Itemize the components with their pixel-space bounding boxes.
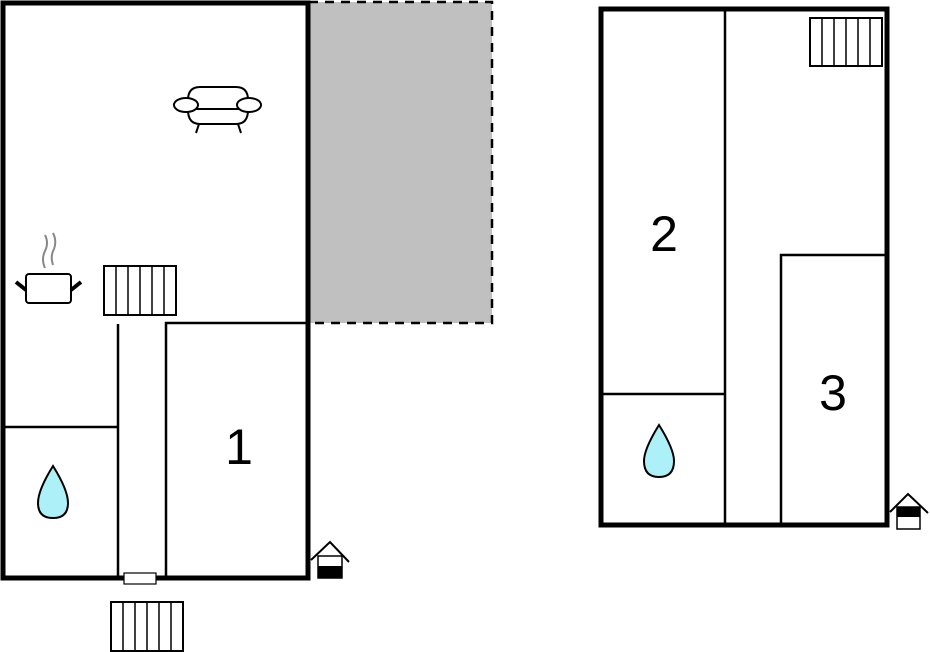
- front-door[interactable]: [123, 572, 157, 585]
- upper-floor-outer-wall: [598, 6, 890, 528]
- bedroom-3-wall: [779, 253, 886, 524]
- upper-entrance-house-icon: [889, 492, 929, 530]
- upper-stairs-icon[interactable]: [809, 17, 883, 67]
- bedroom-1-wall: [164, 321, 309, 578]
- room-label-3: 3: [819, 365, 847, 421]
- outdoor-stairs-icon[interactable]: [110, 601, 184, 652]
- upper-floor: 2 3: [598, 6, 929, 530]
- stairs-icon[interactable]: [103, 265, 177, 316]
- ground-floor: 1: [0, 0, 494, 652]
- upper-water-drop-icon: [642, 423, 676, 479]
- sofa-icon: [173, 86, 262, 134]
- room-label-1: 1: [225, 419, 253, 475]
- entrance-house-icon: [310, 540, 350, 579]
- water-drop-icon: [36, 464, 70, 520]
- terrace: [307, 0, 494, 325]
- cooking-pot-icon: [14, 232, 83, 304]
- room-label-2: 2: [650, 206, 678, 262]
